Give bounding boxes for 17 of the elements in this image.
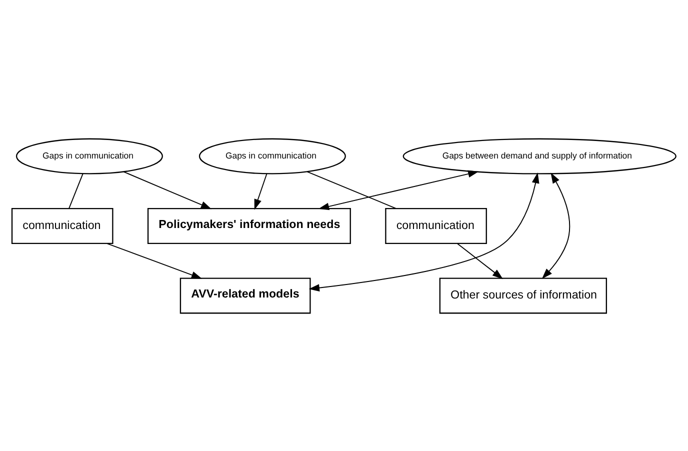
node-box: Policymakers' information needs bbox=[147, 208, 351, 244]
node-box: AVV-related models bbox=[180, 277, 311, 314]
arrow bbox=[106, 242, 202, 278]
node-box: communication bbox=[11, 208, 114, 244]
node-box: Other sources of information bbox=[439, 277, 607, 314]
arrow bbox=[542, 172, 570, 278]
arrow bbox=[457, 242, 504, 279]
arrow bbox=[123, 170, 212, 209]
arrow bbox=[318, 170, 479, 210]
node-ellipse: Gaps in communication bbox=[16, 138, 163, 174]
node-ellipse: Gaps between demand and supply of information bbox=[402, 138, 676, 174]
arrow bbox=[254, 173, 268, 210]
connector bbox=[306, 170, 397, 209]
node-box: communication bbox=[385, 208, 487, 244]
connector bbox=[68, 172, 84, 208]
node-ellipse: Gaps in communication bbox=[198, 138, 346, 174]
arrow bbox=[308, 172, 540, 292]
